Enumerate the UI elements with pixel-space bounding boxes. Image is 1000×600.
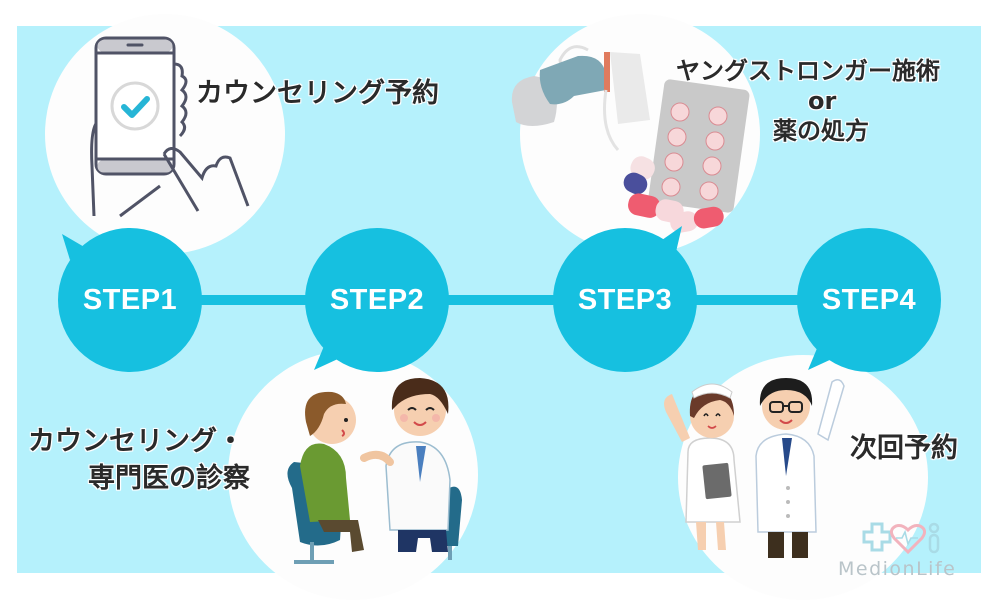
step4-caption: 次回予約 [850, 433, 958, 464]
step3-caption-line1: ヤングストロンガー施術 [676, 57, 940, 85]
medicine-pills-icon [511, 45, 750, 233]
step3-label: STEP3 [577, 283, 673, 316]
step1-circle: STEP1 [58, 228, 202, 372]
nurse-doctor-waving-icon [664, 378, 845, 558]
medical-cross-heart-logo-icon [862, 522, 940, 555]
connector-line-3-4 [690, 295, 830, 305]
step3-circle-tail [662, 226, 682, 252]
step4-label: STEP4 [821, 283, 917, 316]
connector-line-1-2 [195, 295, 335, 305]
step2-circle-tail [314, 346, 340, 370]
step2-caption-line1: カウンセリング・ [28, 426, 244, 457]
step3-caption-line2: or [808, 87, 837, 115]
step2-label: STEP2 [329, 283, 425, 316]
step1-label: STEP1 [82, 283, 178, 316]
step1-caption: カウンセリング予約 [196, 78, 439, 109]
step3-caption-line3: 薬の処方 [773, 117, 869, 145]
doctor-patient-consultation-icon [287, 378, 462, 564]
step4-circle: STEP4 [797, 228, 941, 372]
smartphone-tap-checkmark-icon [90, 36, 250, 218]
step3-circle: STEP3 [553, 228, 697, 372]
brand-logo-text: MedionLife [838, 558, 957, 580]
step4-circle-tail [808, 346, 834, 370]
step2-circle: STEP2 [305, 228, 449, 372]
step2-caption-line2: 専門医の診察 [88, 463, 250, 494]
connector-line-2-3 [445, 295, 585, 305]
step1-circle-tail [62, 234, 86, 260]
